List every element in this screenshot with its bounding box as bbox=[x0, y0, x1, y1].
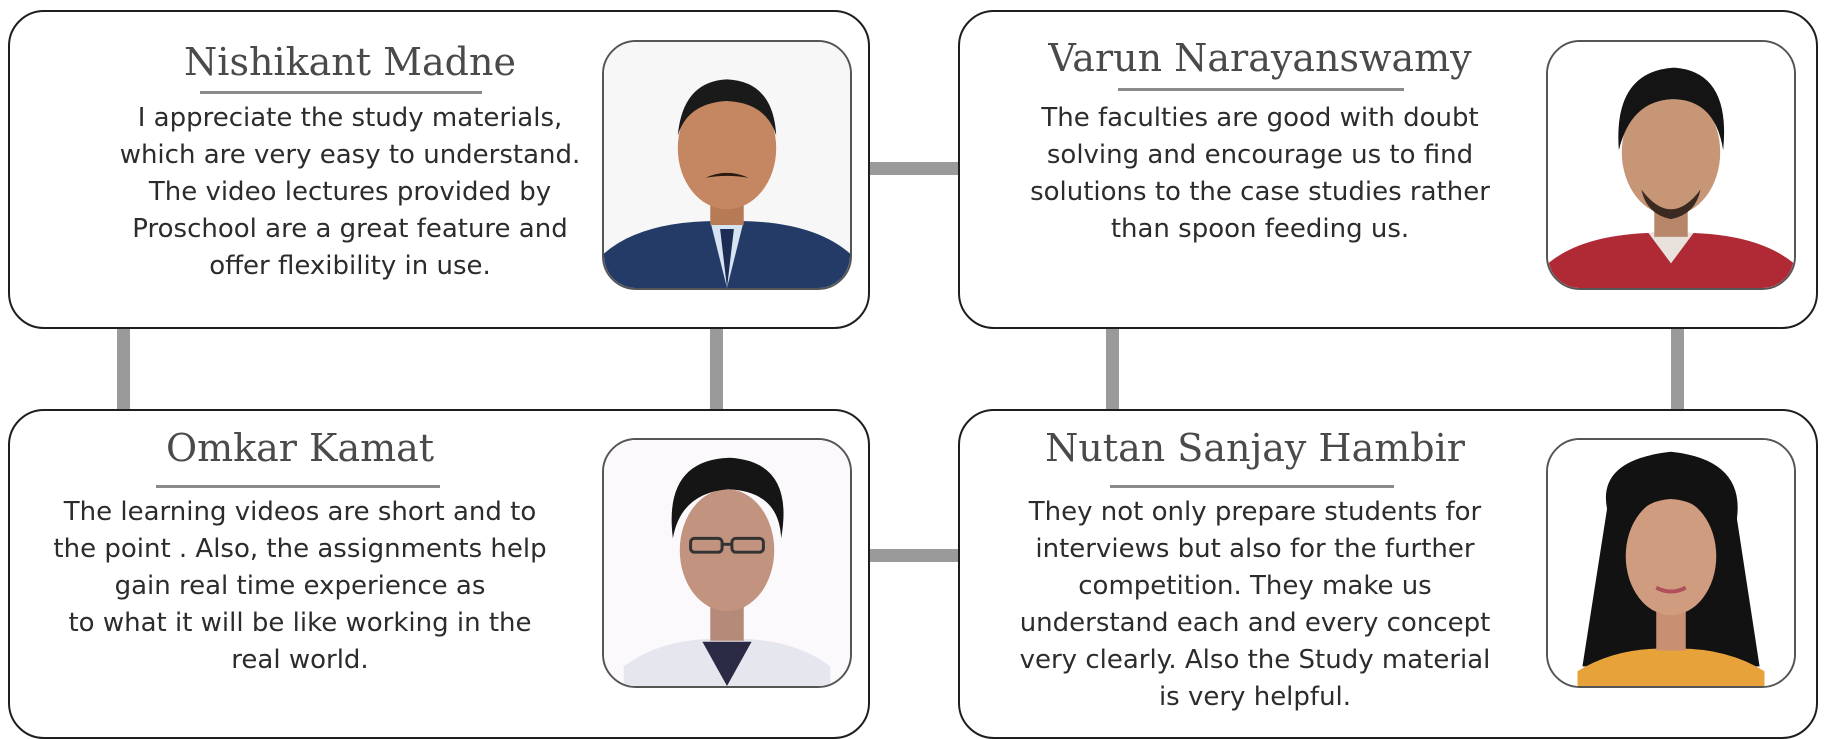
testimonial-quote: They not only prepare students for inter… bbox=[1019, 497, 1491, 712]
testimonial-card: Omkar Kamat The learning videos are shor… bbox=[8, 409, 870, 739]
person-portrait-icon bbox=[1548, 42, 1794, 288]
testimonial-card: Nutan Sanjay Hambir They not only prepar… bbox=[958, 409, 1818, 739]
name-underline bbox=[200, 91, 482, 94]
testimonial-card: Nishikant Madne I appreciate the study m… bbox=[8, 10, 870, 329]
testimonial-name: Nutan Sanjay Hambir bbox=[1045, 426, 1465, 470]
testimonial-name: Nishikant Madne bbox=[184, 40, 516, 84]
testimonial-card: Varun Narayanswamy The faculties are goo… bbox=[958, 10, 1818, 329]
name-underline bbox=[156, 485, 440, 488]
testimonial-name: Varun Narayanswamy bbox=[1048, 36, 1472, 80]
avatar bbox=[602, 40, 852, 290]
connector-right-vertical bbox=[1671, 326, 1684, 412]
connector-right-vertical bbox=[1106, 326, 1119, 412]
person-portrait-icon bbox=[1548, 440, 1794, 686]
connector-left-vertical bbox=[710, 326, 723, 412]
name-underline bbox=[1110, 485, 1394, 488]
testimonial-quote: I appreciate the study materials, which … bbox=[119, 103, 581, 281]
name-underline bbox=[1118, 88, 1404, 91]
connector-left-vertical bbox=[117, 326, 130, 412]
testimonial-name: Omkar Kamat bbox=[165, 426, 435, 470]
avatar bbox=[602, 438, 852, 688]
connector-top-horizontal bbox=[868, 162, 960, 175]
person-portrait-icon bbox=[604, 42, 850, 288]
testimonial-quote: The learning videos are short and to the… bbox=[53, 497, 547, 675]
avatar bbox=[1546, 438, 1796, 688]
person-portrait-icon bbox=[604, 440, 850, 686]
avatar bbox=[1546, 40, 1796, 290]
testimonial-quote: The faculties are good with doubt solvin… bbox=[1030, 103, 1490, 244]
connector-top-horizontal bbox=[868, 549, 960, 562]
